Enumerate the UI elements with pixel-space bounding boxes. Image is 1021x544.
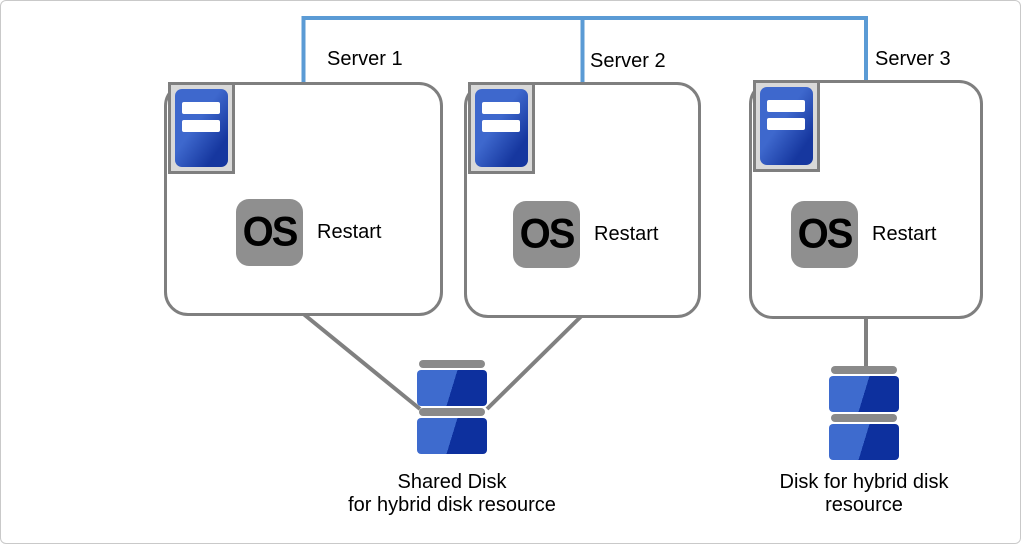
- server-tower-body: [175, 89, 228, 167]
- server-tower-icon: [468, 82, 535, 174]
- server-3-box: OS Restart: [749, 80, 983, 319]
- server-3-label: Server 3: [875, 48, 951, 70]
- server-drive-slot: [482, 120, 520, 132]
- os-restart-group: OS Restart: [513, 201, 658, 268]
- os-restart-group: OS Restart: [236, 199, 381, 266]
- server-2-box: OS Restart: [464, 82, 701, 318]
- server-drive-slot: [482, 102, 520, 114]
- os-label: OS: [519, 210, 576, 258]
- disk-cap: [419, 408, 485, 416]
- os-badge-icon: OS: [791, 201, 858, 268]
- server-drive-slot: [767, 100, 805, 112]
- server-tower-icon: [753, 80, 820, 172]
- disk-platter: [829, 424, 899, 460]
- hybrid-disk-caption-line2: resource: [825, 494, 903, 516]
- server-tower-body: [475, 89, 528, 167]
- server1-shared-disk-line: [302, 312, 422, 411]
- shared-disk-caption-line1: Shared Disk: [397, 471, 507, 493]
- disk-platter: [829, 376, 899, 412]
- hybrid-disk-caption-line1: Disk for hybrid disk: [779, 471, 949, 493]
- restart-label: Restart: [872, 223, 937, 245]
- shared-disk-icon: [417, 360, 487, 454]
- os-badge-icon: OS: [236, 199, 303, 266]
- disk-cap: [831, 366, 897, 374]
- hybrid-disk-caption: Disk for hybrid disk resource: [739, 471, 989, 517]
- os-label: OS: [797, 210, 854, 258]
- disk-platter: [417, 370, 487, 406]
- server-1-box: OS Restart: [164, 82, 443, 316]
- os-badge-icon: OS: [513, 201, 580, 268]
- os-restart-group: OS Restart: [791, 201, 936, 268]
- server-drive-slot: [182, 102, 220, 114]
- server-2-label: Server 2: [590, 50, 666, 72]
- disk-cap: [419, 360, 485, 368]
- server-1-label: Server 1: [327, 48, 403, 70]
- shared-disk-caption: Shared Disk for hybrid disk resource: [292, 471, 612, 517]
- server-tower-icon: [168, 82, 235, 174]
- disk-platter: [417, 418, 487, 454]
- server-tower-body: [760, 87, 813, 165]
- restart-label: Restart: [594, 223, 659, 245]
- shared-disk-caption-line2: for hybrid disk resource: [348, 494, 556, 516]
- os-label: OS: [242, 208, 299, 256]
- server-drive-slot: [182, 120, 220, 132]
- restart-label: Restart: [317, 221, 382, 243]
- server-drive-slot: [767, 118, 805, 130]
- disk-cap: [831, 414, 897, 422]
- server2-shared-disk-line: [485, 313, 584, 411]
- hybrid-disk-icon: [829, 366, 899, 460]
